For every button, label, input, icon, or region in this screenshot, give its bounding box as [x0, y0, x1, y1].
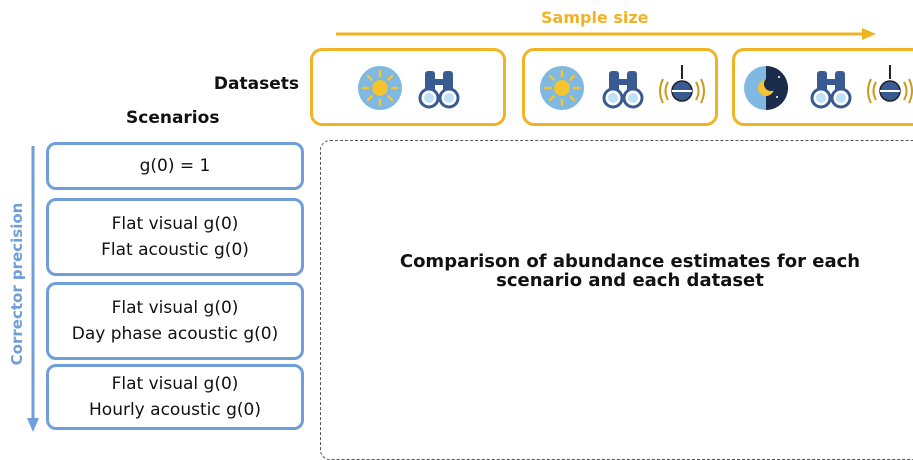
- corrector-precision-label: Corrector precision: [8, 202, 26, 366]
- dataset-box-2: [522, 48, 718, 126]
- scenario-line: Flat acoustic g(0): [101, 240, 249, 260]
- scenario-box-4: Flat visual g(0) Hourly acoustic g(0): [46, 364, 304, 430]
- hydrophone-icon: [659, 65, 705, 104]
- hydrophone-icon: [867, 65, 913, 104]
- comparison-text: Comparison of abundance estimates for ea…: [350, 251, 910, 291]
- scenario-box-3: Flat visual g(0) Day phase acoustic g(0): [46, 282, 304, 360]
- scenario-line: Hourly acoustic g(0): [89, 400, 261, 420]
- day-night-icon: [744, 66, 788, 110]
- scenario-line: Flat visual g(0): [111, 297, 239, 318]
- sun-icon: [358, 66, 402, 110]
- sun-icon: [540, 66, 584, 110]
- scenarios-label: Scenarios: [126, 108, 220, 128]
- dataset-box-1: [310, 48, 506, 126]
- comparison-line-2: scenario and each dataset: [496, 269, 764, 291]
- binoculars-icon: [810, 71, 852, 109]
- datasets-label: Datasets: [213, 74, 299, 94]
- sample-size-arrow: [336, 28, 876, 40]
- scenario-line: Flat visual g(0): [111, 373, 239, 394]
- binoculars-icon: [418, 71, 460, 109]
- scenario-box-1: g(0) = 1: [46, 142, 304, 190]
- sample-size-label: Sample size: [541, 8, 649, 27]
- dataset-box-3: [732, 48, 913, 126]
- scenario-box-2: Flat visual g(0) Flat acoustic g(0): [46, 198, 304, 276]
- comparison-region: [320, 140, 913, 460]
- corrector-precision-arrow: [27, 146, 39, 432]
- binoculars-icon: [602, 71, 644, 109]
- comparison-line-1: Comparison of abundance estimates for ea…: [399, 251, 861, 272]
- scenario-line: g(0) = 1: [139, 155, 211, 176]
- scenario-line: Day phase acoustic g(0): [71, 324, 279, 344]
- scenario-line: Flat visual g(0): [111, 213, 239, 234]
